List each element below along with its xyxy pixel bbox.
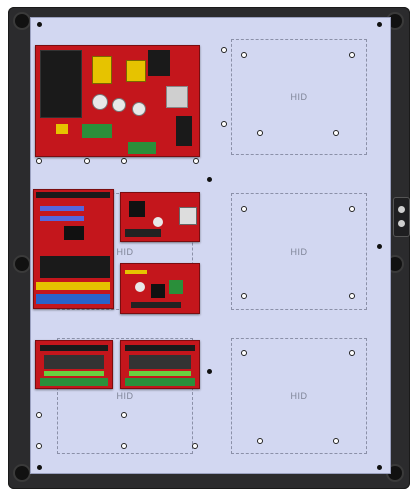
- terminal-block: [128, 142, 156, 154]
- header-strip: [125, 345, 195, 351]
- header-strip: [36, 192, 110, 198]
- hid-screw: [36, 412, 42, 418]
- hid-screw: [349, 206, 355, 212]
- led-row: [40, 206, 84, 211]
- input-board-right: [120, 340, 200, 389]
- relay-row: [40, 256, 110, 278]
- hid-placeholder-bottom-left: HID: [57, 338, 193, 454]
- hid-screw: [36, 443, 42, 449]
- backplate-screw: [377, 465, 382, 470]
- power-supply-board: [35, 45, 200, 157]
- relay-controller-board: [33, 189, 114, 309]
- mounting-hole: [15, 466, 29, 480]
- hid-screw: [221, 47, 227, 53]
- hid-screw: [121, 412, 127, 418]
- header-strip: [40, 345, 108, 351]
- hid-screw: [241, 206, 247, 212]
- hinge-slot: [398, 220, 405, 227]
- hid-placeholder-bottom-right: HID: [231, 338, 367, 454]
- backplate-screw: [37, 22, 42, 27]
- capacitor: [112, 98, 126, 112]
- hid-screw: [349, 350, 355, 356]
- hid-screw: [349, 52, 355, 58]
- inductor-coil: [92, 56, 112, 84]
- terminal-block: [82, 124, 112, 138]
- hid-label: HID: [290, 246, 308, 257]
- hid-screw: [36, 158, 42, 164]
- hid-screw: [257, 438, 263, 444]
- mounting-hole: [388, 466, 402, 480]
- terminal-row: [125, 378, 195, 386]
- relay-row: [44, 355, 104, 369]
- hid-screw: [241, 350, 247, 356]
- hid-screw: [241, 52, 247, 58]
- hid-screw: [241, 293, 247, 299]
- mounting-hole: [388, 14, 402, 28]
- relay-block: [166, 86, 188, 108]
- mounting-hole: [15, 257, 29, 271]
- network-board: [120, 192, 200, 242]
- terminal-row: [36, 294, 110, 304]
- reader-interface-board: [120, 263, 200, 314]
- fuse-row: [36, 282, 110, 290]
- microcontroller-chip: [64, 226, 84, 240]
- backplate-screw: [207, 177, 212, 182]
- hid-label: HID: [116, 246, 134, 257]
- hid-label: HID: [116, 391, 134, 401]
- mounting-hole: [388, 257, 402, 271]
- door-hinge: [393, 197, 410, 237]
- connector: [131, 302, 181, 308]
- hinge-slot: [398, 206, 405, 213]
- connector: [176, 116, 192, 146]
- capacitor: [153, 217, 163, 227]
- hid-label: HID: [290, 391, 308, 401]
- hid-placeholder-mid-right: HID: [231, 193, 367, 310]
- capacitor: [132, 102, 146, 116]
- hid-screw: [333, 130, 339, 136]
- terminal-row: [40, 378, 108, 386]
- fuse: [56, 124, 68, 134]
- backplate-screw: [37, 465, 42, 470]
- ethernet-port: [179, 207, 197, 225]
- hid-label: HID: [290, 92, 308, 102]
- hid-screw: [121, 158, 127, 164]
- capacitor: [92, 94, 108, 110]
- relay-row: [129, 355, 191, 369]
- inductor-coil: [126, 60, 146, 82]
- input-board-left: [35, 340, 113, 389]
- led-row: [129, 371, 191, 376]
- chip: [151, 284, 165, 298]
- hid-screw: [349, 293, 355, 299]
- hid-screw: [257, 130, 263, 136]
- backplate-screw: [377, 22, 382, 27]
- hid-placeholder-top-right: HID: [231, 39, 367, 155]
- backplate-screw: [377, 244, 382, 249]
- hid-screw: [193, 158, 199, 164]
- heatsink-transformer: [40, 50, 82, 118]
- led-row: [44, 371, 104, 376]
- processor-chip: [129, 201, 145, 217]
- fuse: [125, 270, 147, 274]
- hid-screw: [84, 158, 90, 164]
- capacitor: [135, 282, 145, 292]
- backplate-screw: [207, 369, 212, 374]
- terminal-block: [169, 280, 183, 294]
- led-row: [40, 216, 84, 221]
- terminal-block: [125, 229, 161, 237]
- hid-screw: [221, 121, 227, 127]
- transformer: [148, 50, 170, 76]
- hid-screw: [192, 443, 198, 449]
- hid-screw: [121, 443, 127, 449]
- hid-screw: [333, 438, 339, 444]
- mounting-hole: [15, 14, 29, 28]
